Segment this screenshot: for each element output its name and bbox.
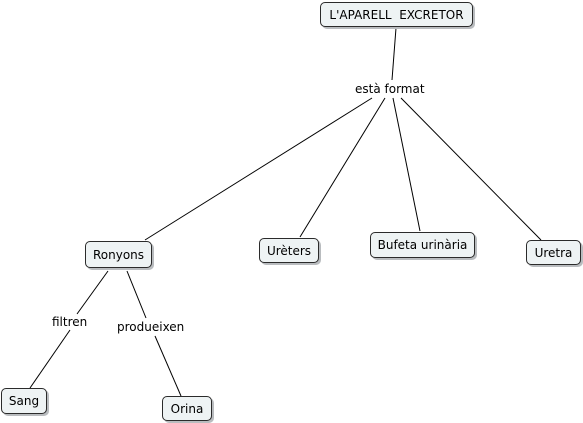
link-filtren: filtren bbox=[51, 315, 89, 329]
node-ureters[interactable]: Urèters bbox=[259, 238, 319, 263]
connector-filtren-to-sang bbox=[29, 329, 71, 389]
node-orina[interactable]: Orina bbox=[162, 396, 212, 421]
connector-root-to-link bbox=[391, 27, 397, 81]
connector-produeixen-to-orina bbox=[154, 335, 182, 397]
connector-link-to-bufeta bbox=[392, 97, 421, 232]
connector-link-to-ureters bbox=[299, 97, 386, 238]
connector-ronyons-to-produeixen bbox=[126, 270, 147, 319]
connector-ronyons-to-filtren bbox=[76, 270, 109, 315]
node-sang[interactable]: Sang bbox=[1, 388, 47, 414]
link-produeixen: produeixen bbox=[116, 320, 186, 334]
connector-link-to-ronyons bbox=[144, 97, 373, 241]
node-bufeta-urinaria[interactable]: Bufeta urinària bbox=[370, 232, 475, 258]
node-ronyons[interactable]: Ronyons bbox=[85, 241, 152, 268]
node-aparell-excretor[interactable]: L'APARELL EXCRETOR bbox=[320, 2, 473, 27]
node-uretra[interactable]: Uretra bbox=[526, 240, 581, 265]
connector-link-to-uretra bbox=[400, 97, 542, 241]
link-esta-format: està format bbox=[354, 82, 426, 96]
